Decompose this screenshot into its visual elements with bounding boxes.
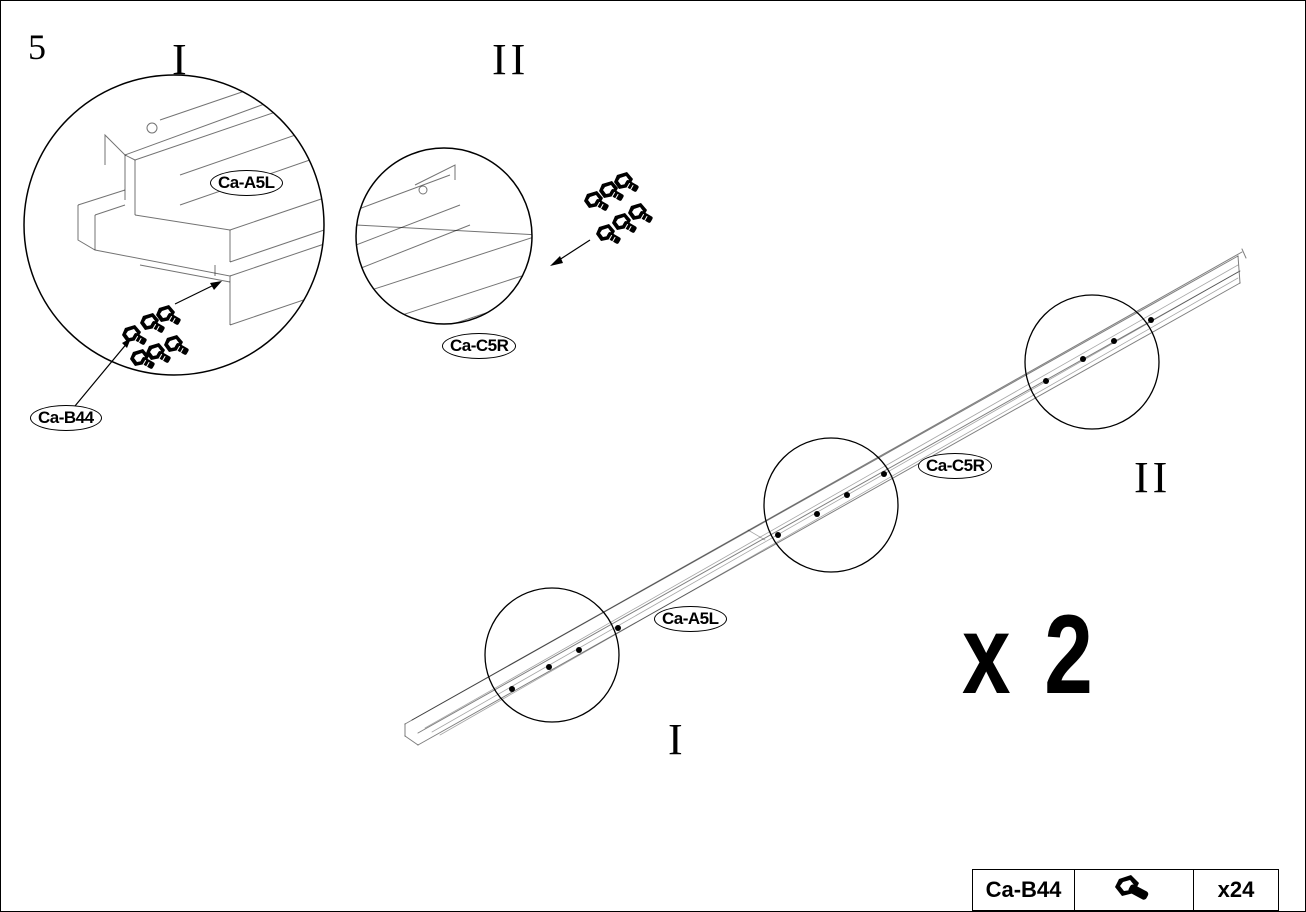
main-callout-1-label: I: [668, 715, 687, 764]
callout-circle-3: [1024, 294, 1160, 430]
parts-table-count: x24: [1193, 869, 1279, 911]
parts-table-code: Ca-B44: [972, 869, 1075, 911]
detail-1-view: [23, 74, 325, 413]
part-tag-detail2-rail: Ca-C5R: [442, 333, 517, 359]
part-tag-detail1-bolt: Ca-B44: [30, 405, 102, 431]
callout-circle-2: [763, 437, 899, 573]
detail-1-label: I: [172, 35, 191, 84]
part-tag-detail1-rail: Ca-A5L: [210, 170, 283, 196]
quantity-multiplier: x 2: [962, 592, 1098, 717]
step-number: 5: [28, 27, 46, 67]
callout-circle-1: [484, 587, 620, 723]
part-tag-main-rail-c: Ca-C5R: [918, 453, 993, 479]
part-tag-main-rail-a: Ca-A5L: [654, 606, 727, 632]
detail-2-view: [355, 147, 654, 325]
detail-2-label: II: [492, 35, 530, 84]
assembled-rail: [404, 248, 1247, 746]
main-callout-2-label: II: [1134, 453, 1172, 502]
hex-bolt-icon: [1115, 875, 1149, 900]
parts-table-icon-cell: [1074, 869, 1194, 911]
parts-table: Ca-B44 x24: [972, 869, 1279, 911]
